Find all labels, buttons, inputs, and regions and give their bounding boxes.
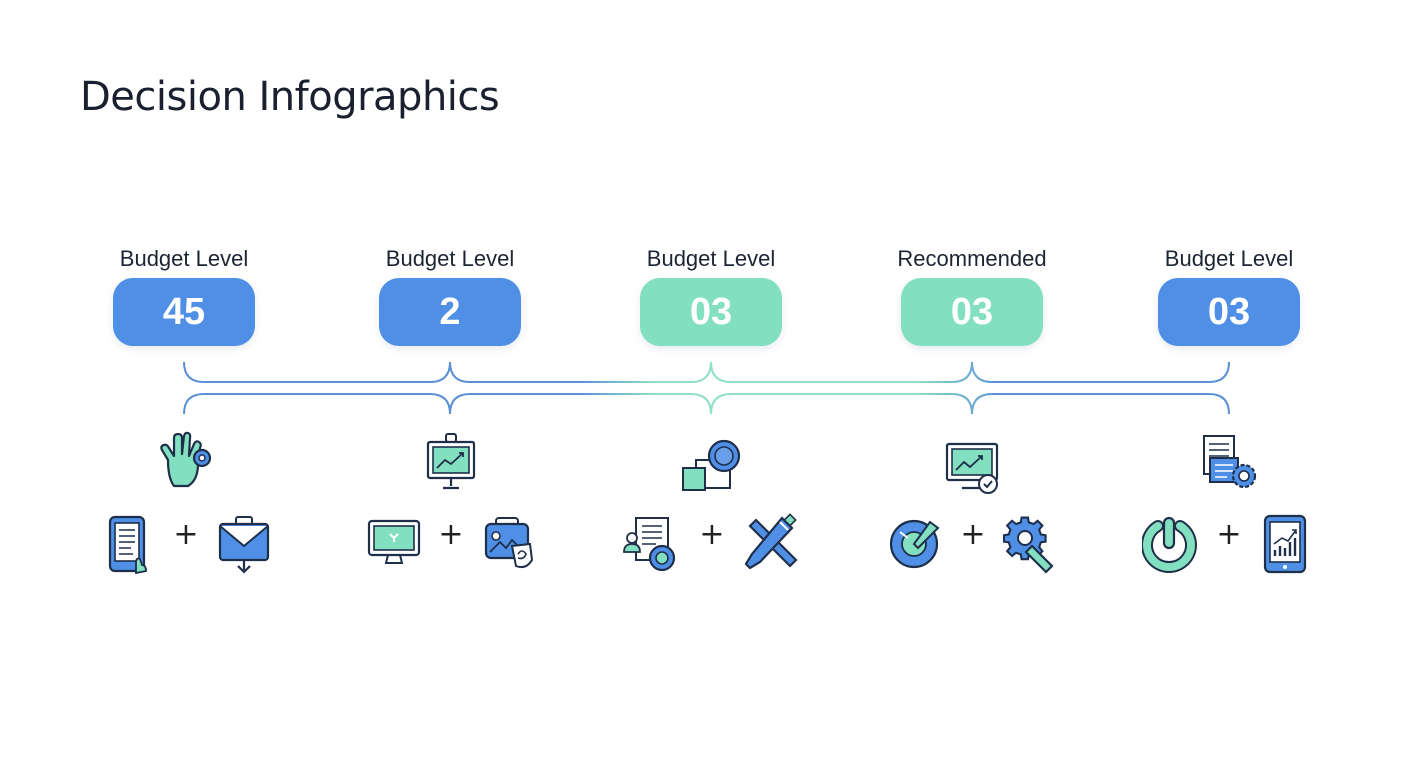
power-icon <box>1142 516 1197 574</box>
step-value-badge: 03 <box>640 278 782 346</box>
step-2: Budget Level 2 <box>340 244 560 346</box>
shapes-icon <box>682 439 741 491</box>
gear-wrench-icon <box>1002 516 1054 574</box>
plus-sign: + <box>438 517 464 552</box>
monitor-icon <box>367 519 421 564</box>
step-value-badge: 03 <box>1158 278 1300 346</box>
tools-icon <box>744 513 798 570</box>
page-title: Decision Infographics <box>80 74 500 120</box>
mail-inbox-icon <box>218 516 270 574</box>
step-label: Budget Level <box>119 246 249 271</box>
document-settings-icon <box>1203 435 1257 489</box>
plus-sign: + <box>699 517 725 552</box>
image-gallery-icon <box>484 517 534 569</box>
step-value-badge: 45 <box>113 278 255 346</box>
plus-sign: + <box>960 517 986 552</box>
presentation-board-icon <box>426 433 476 490</box>
target-pin-icon <box>889 519 940 569</box>
tablet-document-icon <box>108 515 147 575</box>
step-label: Budget Level <box>1164 246 1294 271</box>
plus-sign: + <box>1216 517 1242 552</box>
monitor-check-icon <box>945 442 999 494</box>
step-value-badge: 03 <box>901 278 1043 346</box>
step-label: Budget Level <box>646 246 776 271</box>
step-1: Budget Level 45 <box>74 244 294 346</box>
step-label: Recommended <box>897 246 1047 271</box>
step-label: Budget Level <box>385 246 515 271</box>
step-4: Recommended 03 <box>862 244 1082 346</box>
step-5: Budget Level 03 <box>1119 244 1339 346</box>
profile-document-icon <box>623 517 676 572</box>
step-value-badge: 2 <box>379 278 521 346</box>
step-3: Budget Level 03 <box>601 244 821 346</box>
hand-gesture-icon <box>160 431 212 488</box>
plus-sign: + <box>173 517 199 552</box>
tablet-chart-icon <box>1263 514 1307 574</box>
